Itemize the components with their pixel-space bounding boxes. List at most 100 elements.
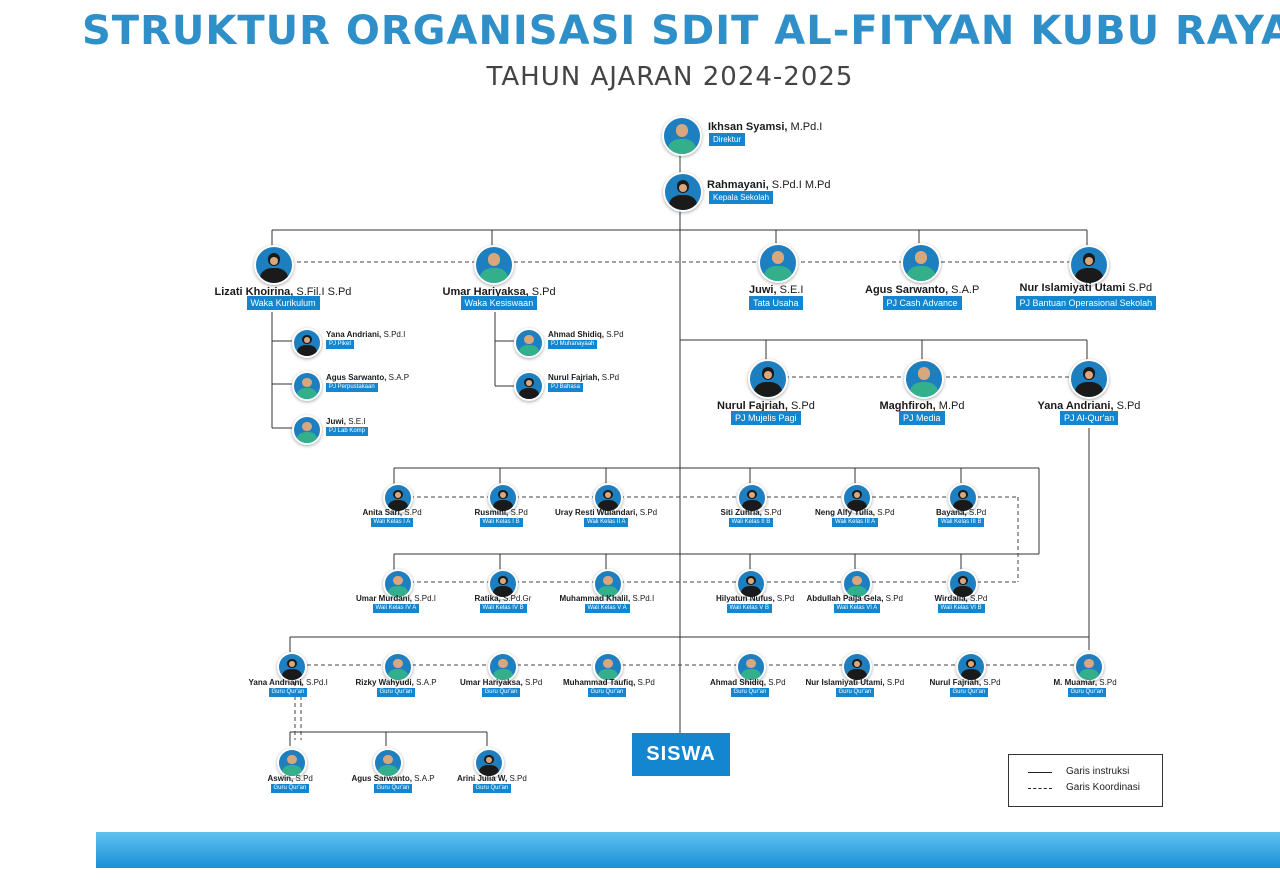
person-name-main: Nur Islamiyati Utami [1019, 281, 1126, 294]
person-photo [956, 652, 986, 682]
person-name: Uray Resti Wulandari, S.Pd [555, 508, 657, 517]
person-role-badge: Guru Qur'an [1067, 687, 1107, 697]
person-photo [948, 569, 978, 599]
person-role-badge: Guru Qur'an [949, 687, 989, 697]
person-degree: S.Pd [981, 678, 1001, 687]
person-degree: S.A.P [948, 283, 980, 296]
person-photo [292, 371, 322, 401]
person-name: Umar Hariyaksa, S.Pd [460, 678, 542, 687]
legend: Garis instruksi Garis Koordinasi [1008, 754, 1163, 807]
person-photo [737, 483, 767, 513]
person-name-main: Rusmini, [474, 508, 509, 517]
person-name: Umar Hariyaksa, S.Pd [443, 286, 556, 298]
person-name: Ratika, S.Pd.Gr [475, 594, 532, 603]
person-role-badge: Wali Kelas VI B [937, 603, 985, 613]
person-degree: S.Pd.I [412, 594, 437, 603]
person-degree: S.Pd [966, 508, 987, 517]
person-role-badge: Wali Kelas III B [938, 517, 985, 527]
person-name: Rusmini, S.Pd [475, 508, 528, 517]
person-name-main: Siti Zuhria, [720, 508, 762, 517]
person-degree: S.Pd [1097, 678, 1117, 687]
person-name-main: Nur Islamiyati Utami, [805, 678, 885, 687]
person-name: Ahmad Shidiq, S.Pd [548, 330, 624, 339]
person-degree: S.A.P [386, 373, 410, 382]
person-name-main: Yana Andriani, [248, 678, 304, 687]
person-name: Juwi, S.E.I [749, 284, 803, 296]
person-photo [277, 748, 307, 778]
person-name: Nur Islamiyati Utami S.Pd [1020, 282, 1153, 294]
person-degree: S.E.I [776, 283, 804, 296]
person-name: Anita Sari, S.Pd [363, 508, 422, 517]
person-degree: S.Pd.I [381, 330, 406, 339]
person-name-main: Neng Alfy Yulia, [815, 508, 876, 517]
person-role-badge: Waka Kesiswaan [460, 296, 538, 310]
person-degree: S.Fil.I S.Pd [293, 285, 352, 298]
person-photo [736, 569, 766, 599]
person-degree: S.Pd [884, 678, 905, 687]
siswa-box: SISWA [632, 733, 730, 776]
person-role-badge: Guru Qur'an [373, 783, 413, 793]
person-role-badge: Guru Qur'an [270, 783, 310, 793]
person-photo [662, 116, 702, 156]
person-degree: S.Pd [508, 508, 528, 517]
person-photo [488, 483, 518, 513]
person-degree: M.Pd [935, 399, 965, 412]
person-name: Abdullah Paija Gela, S.Pd [807, 594, 904, 603]
person-photo [663, 172, 703, 212]
person-name-main: Aswin, [267, 774, 294, 783]
person-degree: S.Pd [787, 399, 815, 412]
person-degree: S.Pd [774, 594, 795, 603]
person-name-main: Ratika, [474, 594, 501, 603]
person-name-main: Hilyatun Nufus, [716, 594, 775, 603]
person-photo [904, 359, 944, 399]
person-photo [1074, 652, 1104, 682]
person-role-badge: Wali Kelas IV B [479, 603, 527, 613]
person-role-badge: PJ Lab Komp [326, 426, 369, 436]
person-name: Ahmad Shidiq, S.Pd [710, 678, 786, 687]
person-degree: S.Pd.I [630, 594, 655, 603]
page-title: STRUKTUR ORGANISASI SDIT AL-FITYAN KUBU … [81, 8, 1280, 54]
person-name-main: Nurul Fajriah, [548, 373, 600, 382]
person-name-main: Agus Sarwanto, [351, 774, 412, 783]
person-name: Umar Murdani, S.Pd.I [356, 594, 436, 603]
person-name-main: Agus Sarwanto, [865, 283, 949, 296]
person-photo [383, 483, 413, 513]
person-name: Agus Sarwanto, S.A.P [352, 774, 435, 783]
person-degree: S.Pd [967, 594, 988, 603]
person-name: Muhammad Taufiq, S.Pd [563, 678, 655, 687]
person-name: Nurul Fajriah, S.Pd [930, 678, 1001, 687]
person-photo [736, 652, 766, 682]
person-name-main: Ahmad Shidiq, [710, 678, 766, 687]
person-photo [842, 652, 872, 682]
person-photo [474, 748, 504, 778]
person-photo [254, 245, 294, 285]
person-name: Nurul Fajriah, S.Pd [717, 400, 815, 412]
person-name: Wirdalia, S.Pd [935, 594, 988, 603]
person-name: Aswin, S.Pd [268, 774, 313, 783]
person-degree: S.A.P [413, 678, 437, 687]
person-photo [948, 483, 978, 513]
person-name-main: Arini Julia W, [457, 774, 508, 783]
person-role-badge: Direktur [709, 132, 746, 146]
person-role-badge: Wali Kelas V A [584, 603, 630, 613]
person-name: Neng Alfy Yulia, S.Pd [815, 508, 895, 517]
person-degree: S.Pd [883, 594, 903, 603]
person-name-main: Nurul Fajriah, [929, 678, 982, 687]
person-photo [383, 569, 413, 599]
page-subtitle: TAHUN AJARAN 2024-2025 [486, 62, 854, 92]
person-degree: S.Pd [293, 774, 313, 783]
person-degree: S.Pd [402, 508, 422, 517]
person-degree: S.Pd [599, 373, 620, 382]
person-role-badge: Guru Qur'an [481, 687, 521, 697]
person-role-badge: Guru Qur'an [376, 687, 416, 697]
footer-bar [96, 832, 1280, 868]
person-degree: S.Pd.I [303, 678, 328, 687]
person-degree: S.E.I [346, 417, 366, 426]
person-photo [292, 415, 322, 445]
person-name-main: Umar Hariyaksa, [460, 678, 523, 687]
person-name-main: Umar Murdani, [356, 594, 413, 603]
person-name-main: Yana Andriani, [1037, 399, 1114, 412]
person-photo [474, 245, 514, 285]
person-name-main: Abdullah Paija Gela, [806, 594, 884, 603]
person-name-main: Rizky Wahyudi, [355, 678, 414, 687]
